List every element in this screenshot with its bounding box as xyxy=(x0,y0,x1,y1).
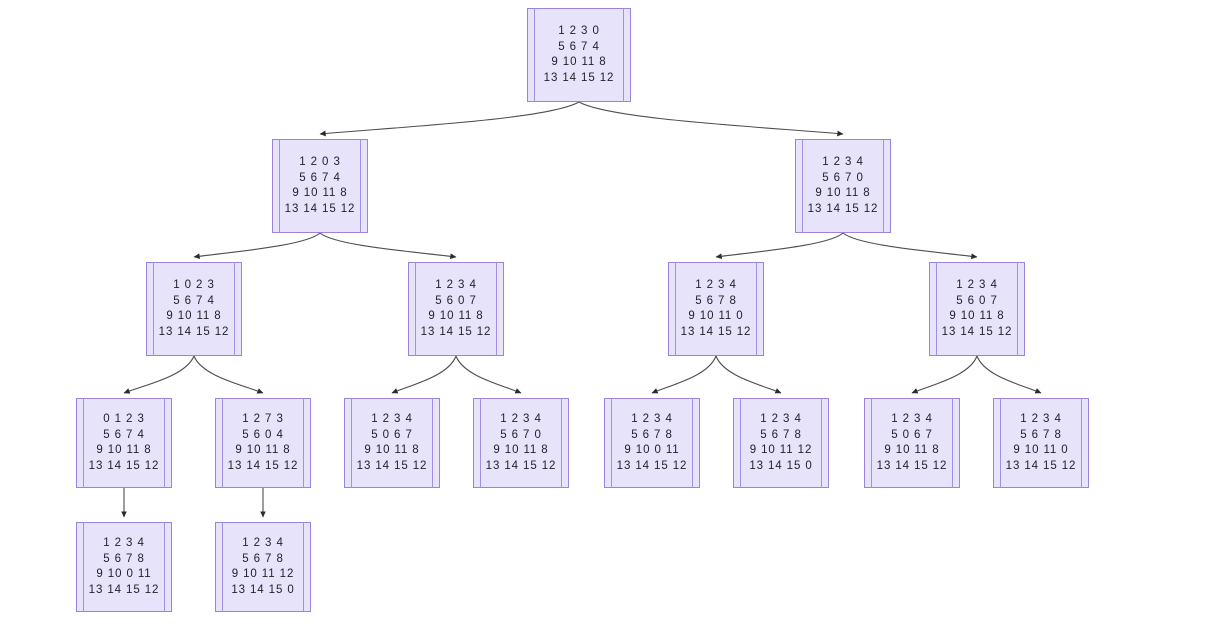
tree-node-row: 5 6 0 7 xyxy=(956,294,998,307)
tree-node-row: 1 2 3 4 xyxy=(371,413,413,425)
tree-node-row: 13 14 15 12 xyxy=(88,583,160,596)
tree-edge xyxy=(842,232,978,260)
tree-node[interactable]: 1 2 3 4 5 6 7 8 9 10 0 11 13 14 15 12 xyxy=(76,521,172,613)
tree-node-row: 1 2 3 4 xyxy=(500,413,542,425)
tree-node-row: 9 10 0 11 xyxy=(96,568,152,580)
tree-node-row: 1 2 3 4 xyxy=(891,413,933,425)
tree-node-row: 1 2 3 4 xyxy=(822,156,864,168)
tree-node-row: 1 2 3 4 xyxy=(760,413,802,425)
tree-node[interactable]: 1 2 3 4 5 0 6 7 9 10 11 8 13 14 15 12 xyxy=(344,397,440,489)
tree-edge xyxy=(319,232,457,260)
tree-edge xyxy=(391,355,457,394)
tree-node-row: 1 2 3 4 xyxy=(242,537,284,549)
tree-node-row: 9 10 0 11 xyxy=(624,444,680,456)
tree-node-row: 13 14 15 12 xyxy=(680,325,752,338)
tree-edge xyxy=(715,232,844,260)
tree-node-row: 1 2 7 3 xyxy=(242,413,284,425)
tree-node-row: 9 10 11 8 xyxy=(96,444,152,456)
tree-node[interactable]: 1 2 0 3 5 6 7 4 9 10 11 8 13 14 15 12 xyxy=(272,138,368,234)
tree-node-row: 9 10 11 8 xyxy=(815,187,871,199)
tree-node-row: 13 14 15 12 xyxy=(807,202,879,215)
tree-node-row: 13 14 15 12 xyxy=(88,459,160,472)
tree-node-row: 1 2 3 4 xyxy=(1020,413,1062,425)
tree-node[interactable]: 1 2 3 4 5 6 7 8 9 10 11 0 13 14 15 12 xyxy=(993,397,1089,489)
tree-edge xyxy=(578,101,844,137)
tree-node[interactable]: 1 2 3 4 5 0 6 7 9 10 11 8 13 14 15 12 xyxy=(864,397,960,489)
tree-node-row: 9 10 11 0 xyxy=(1013,444,1069,456)
tree-edge xyxy=(319,101,580,137)
tree-node-row: 1 2 0 3 xyxy=(299,156,341,168)
tree-node-row: 13 14 15 12 xyxy=(158,325,230,338)
tree-node-row: 5 6 7 0 xyxy=(500,428,542,441)
tree-node-row: 1 2 3 4 xyxy=(956,279,998,291)
tree-node-row: 5 6 0 7 xyxy=(435,294,477,307)
tree-node[interactable]: 0 1 2 3 5 6 7 4 9 10 11 8 13 14 15 12 xyxy=(76,397,172,489)
tree-node-row: 9 10 11 12 xyxy=(749,444,813,456)
tree-node-row: 13 14 15 12 xyxy=(485,459,557,472)
tree-node-row: 5 6 0 4 xyxy=(242,428,284,441)
tree-node-row: 1 2 3 4 xyxy=(631,413,673,425)
tree-node[interactable]: 1 2 3 4 5 6 7 8 9 10 0 11 13 14 15 12 xyxy=(604,397,700,489)
tree-edge xyxy=(651,355,717,394)
tree-node[interactable]: 1 2 3 0 5 6 7 4 9 10 11 8 13 14 15 12 xyxy=(527,7,631,103)
tree-node-row: 9 10 11 8 xyxy=(428,310,484,322)
tree-node-row: 9 10 11 8 xyxy=(364,444,420,456)
tree-node[interactable]: 1 2 3 4 5 6 7 8 9 10 11 0 13 14 15 12 xyxy=(668,261,764,357)
tree-node-row: 5 6 7 8 xyxy=(1020,428,1062,441)
tree-edge xyxy=(911,355,978,394)
tree-node-row: 9 10 11 12 xyxy=(231,568,295,580)
tree-node-row: 9 10 11 8 xyxy=(493,444,549,456)
tree-node-row: 13 14 15 12 xyxy=(941,325,1013,338)
tree-node[interactable]: 1 0 2 3 5 6 7 4 9 10 11 8 13 14 15 12 xyxy=(146,261,242,357)
tree-node-row: 5 0 6 7 xyxy=(371,428,413,441)
tree-edge xyxy=(123,355,195,394)
tree-node-row: 13 14 15 0 xyxy=(231,583,295,596)
tree-node-row: 9 10 11 0 xyxy=(688,310,744,322)
tree-node-row: 13 14 15 12 xyxy=(227,459,299,472)
tree-node-row: 13 14 15 12 xyxy=(1005,459,1077,472)
tree-node[interactable]: 1 2 3 4 5 6 7 0 9 10 11 8 13 14 15 12 xyxy=(473,397,569,489)
tree-node-row: 1 0 2 3 xyxy=(173,279,215,291)
tree-node-row: 5 6 7 0 xyxy=(822,171,864,184)
tree-edge xyxy=(193,232,321,260)
tree-node-row: 9 10 11 8 xyxy=(949,310,1005,322)
tree-node-row: 5 6 7 8 xyxy=(242,552,284,565)
tree-node[interactable]: 1 2 3 4 5 6 0 7 9 10 11 8 13 14 15 12 xyxy=(929,261,1025,357)
tree-node[interactable]: 1 2 3 4 5 6 7 0 9 10 11 8 13 14 15 12 xyxy=(795,138,891,234)
tree-edge xyxy=(455,355,522,394)
tree-node-row: 1 2 3 0 xyxy=(558,25,600,37)
tree-node-row: 5 6 7 4 xyxy=(558,40,600,53)
tree-node-row: 9 10 11 8 xyxy=(166,310,222,322)
tree-node-row: 9 10 11 8 xyxy=(235,444,291,456)
tree-node-row: 5 6 7 8 xyxy=(760,428,802,441)
tree-node-row: 0 1 2 3 xyxy=(103,413,145,425)
tree-node-row: 13 14 15 12 xyxy=(356,459,428,472)
tree-node-row: 13 14 15 0 xyxy=(749,459,813,472)
tree-edge xyxy=(976,355,1042,394)
tree-node-row: 9 10 11 8 xyxy=(551,56,607,68)
tree-node[interactable]: 1 2 3 4 5 6 0 7 9 10 11 8 13 14 15 12 xyxy=(408,261,504,357)
tree-node[interactable]: 1 2 3 4 5 6 7 8 9 10 11 12 13 14 15 0 xyxy=(215,521,311,613)
tree-node-row: 9 10 11 8 xyxy=(884,444,940,456)
tree-edge xyxy=(715,355,782,394)
tree-node-row: 13 14 15 12 xyxy=(616,459,688,472)
tree-node-row: 1 2 3 4 xyxy=(435,279,477,291)
tree-node-row: 5 6 7 4 xyxy=(173,294,215,307)
tree-node-row: 9 10 11 8 xyxy=(292,187,348,199)
tree-node-row: 13 14 15 12 xyxy=(543,71,615,84)
tree-node-row: 5 6 7 8 xyxy=(103,552,145,565)
tree-node-row: 13 14 15 12 xyxy=(284,202,356,215)
tree-node-row: 1 2 3 4 xyxy=(103,537,145,549)
tree-node-row: 5 6 7 8 xyxy=(631,428,673,441)
tree-node-row: 13 14 15 12 xyxy=(876,459,948,472)
tree-node-row: 5 6 7 8 xyxy=(695,294,737,307)
tree-node-row: 5 6 7 4 xyxy=(103,428,145,441)
tree-node[interactable]: 1 2 3 4 5 6 7 8 9 10 11 12 13 14 15 0 xyxy=(733,397,829,489)
tree-node-row: 13 14 15 12 xyxy=(420,325,492,338)
tree-edge xyxy=(193,355,264,394)
tree-node-row: 5 6 7 4 xyxy=(299,171,341,184)
tree-node-row: 5 0 6 7 xyxy=(891,428,933,441)
tree-node-row: 1 2 3 4 xyxy=(695,279,737,291)
tree-node[interactable]: 1 2 7 3 5 6 0 4 9 10 11 8 13 14 15 12 xyxy=(215,397,311,489)
